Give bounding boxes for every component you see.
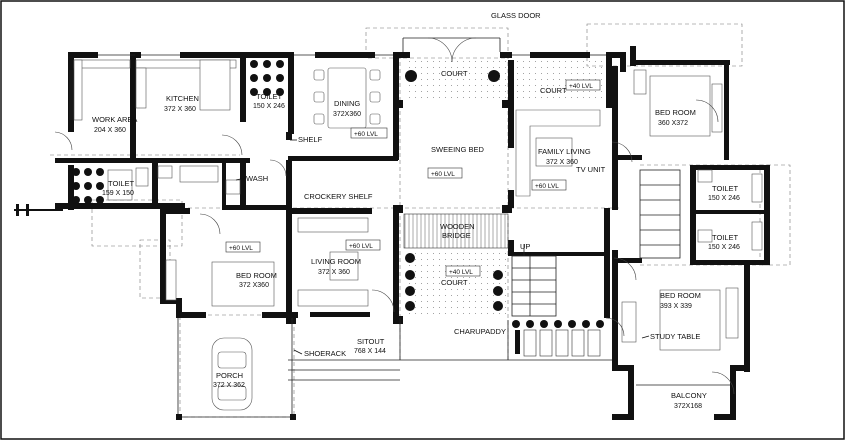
court-top-floor [404,60,506,100]
label-court-top: COURT [441,69,468,78]
label-work-area: WORK AREA [92,115,137,124]
dim-living-room: 372 X 360 [318,269,350,276]
label-court-mid: COURT [441,278,468,287]
dim-toilet-top: 150 X 246 [253,103,285,110]
dim-porch: 372 X 362 [213,382,245,389]
lvl-court-mid: +40 LVL [449,269,473,276]
plants [72,60,604,357]
label-shoerack: SHOERACK [304,349,346,358]
label-porch: PORCH [216,371,243,380]
level-tags: +40 LVL +60 LVL +60 LVL +60 LVL +60 LVL … [225,79,601,277]
lvl-family: +60 LVL [535,183,559,190]
label-crockery-shelf: CROCKERY SHELF [304,192,373,201]
wooden-bridge-hatch [403,213,509,249]
dim-dining: 372X360 [333,111,361,118]
left-entry [14,204,55,216]
label-shelf: SHELF [298,135,323,144]
lvl-bedroom-left: +60 LVL [229,245,253,252]
label-dining: DINING [334,99,360,108]
room-labels: GLASS DOOR WORK AREA 204 X 360 KITCHEN 3… [92,11,740,410]
dim-toilet-right-1: 150 X 246 [708,195,740,202]
label-balcony: BALCONY [671,391,707,400]
lvl-court-right: +40 LVL [569,83,593,90]
lvl-dining: +60 LVL [354,131,378,138]
label-sitout: SITOUT [357,337,385,346]
lvl-sweeing: +60 LVL [431,171,455,178]
dim-bedroom-left: 372 X360 [239,282,269,289]
dim-balcony: 372X168 [674,403,702,410]
court-mid-floor [404,250,508,316]
label-wash: WASH [246,174,268,183]
furniture [165,37,763,411]
label-charupaddy: CHARUPADDY [454,327,506,336]
dim-kitchen: 372 X 360 [164,106,196,113]
label-toilet-top: TOILET [256,92,283,101]
label-glass-door: GLASS DOOR [491,11,541,20]
label-bedroom-bottom-right: BED ROOM [660,291,701,300]
label-kitchen: KITCHEN [166,94,199,103]
dim-bedroom-bottom-right: 393 X 339 [660,303,692,310]
label-toilet-right-1: TOILET [712,184,739,193]
label-family-living: FAMILY LIVING [538,147,591,156]
label-toilet-left: TOILET [108,179,135,188]
thin-lines [69,37,730,418]
dim-toilet-left: 159 X 150 [102,190,134,197]
door-swings [54,99,735,395]
dim-family-living: 372 X 360 [546,159,578,166]
label-study-table: STUDY TABLE [650,332,700,341]
dim-toilet-right-2: 150 X 246 [708,244,740,251]
label-wooden: WOODEN [440,222,475,231]
label-bedroom-left: BED ROOM [236,271,277,280]
label-court-right: COURT [540,86,567,95]
label-tv-unit: TV UNIT [576,165,606,174]
label-bridge: BRIDGE [442,231,471,240]
walls [55,46,770,420]
leader-arrows [235,139,650,355]
dim-sitout: 768 X 144 [354,348,386,355]
label-toilet-right-2: TOILET [712,233,739,242]
label-living-room: LIVING ROOM [311,257,361,266]
lvl-living: +60 LVL [349,243,373,250]
dim-bedroom-top-right: 360 X372 [658,120,688,127]
dim-work-area: 204 X 360 [94,127,126,134]
label-up: UP [520,242,530,251]
label-sweeing-bed: SWEEING BED [431,145,485,154]
label-bedroom-top-right: BED ROOM [655,108,696,117]
